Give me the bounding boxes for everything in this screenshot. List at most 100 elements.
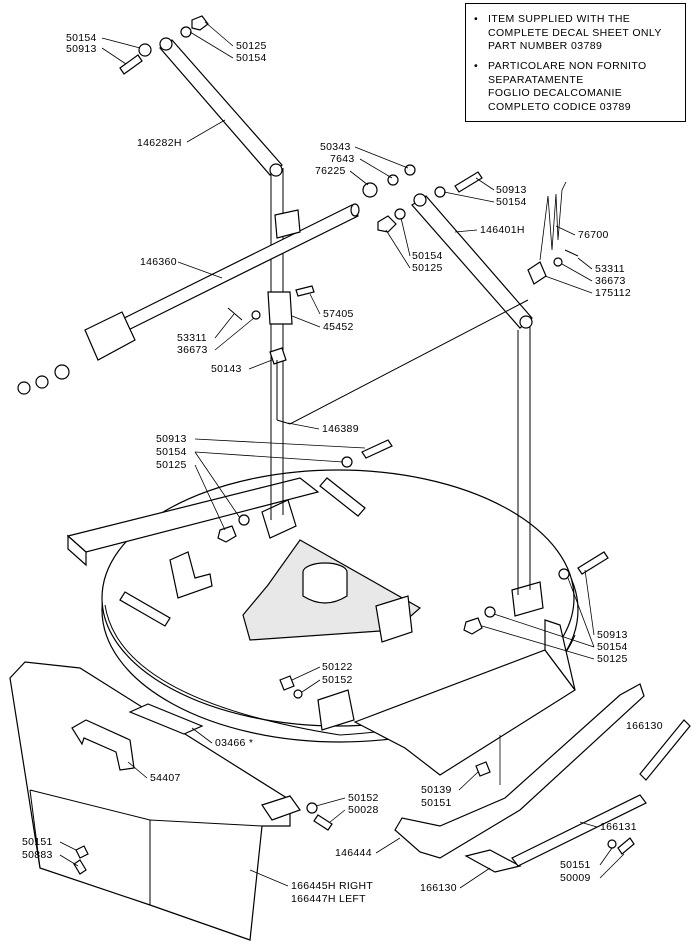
label-54407: 54407	[150, 772, 181, 784]
bolt	[73, 859, 87, 875]
label-146360: 146360	[140, 256, 177, 268]
deck-hardware	[217, 439, 609, 699]
label-166447H: 166447H LEFT	[291, 893, 366, 905]
label-50154: 50154	[496, 196, 527, 208]
label-7643: 7643	[330, 153, 355, 165]
decal-03466	[128, 703, 204, 735]
spring-76700	[539, 181, 567, 261]
spindle-hub	[302, 572, 348, 604]
label-175112: 175112	[595, 287, 631, 299]
e-clip	[404, 164, 416, 176]
bushing	[362, 182, 378, 198]
label-76225: 76225	[315, 165, 346, 177]
arm-eye	[269, 163, 283, 177]
label-57405: 57405	[323, 308, 354, 320]
bolt	[577, 551, 609, 575]
label-50154: 50154	[412, 250, 443, 262]
label-166130: 166130	[420, 882, 457, 894]
cotter-pin	[564, 249, 579, 257]
rod-bend	[276, 299, 529, 425]
label-50883: 50883	[22, 849, 53, 861]
deck-bracket-right	[375, 595, 413, 643]
arm-eye	[159, 37, 173, 51]
washer	[341, 456, 353, 468]
washer	[553, 257, 563, 267]
bolt	[617, 837, 635, 855]
label-50125: 50125	[156, 459, 187, 471]
nut	[377, 215, 397, 233]
bolt	[119, 54, 143, 75]
label-146389: 146389	[322, 423, 359, 435]
label-45452: 45452	[323, 321, 354, 333]
label-50122: 50122	[322, 661, 353, 673]
handle-54407	[71, 719, 135, 771]
front-skirt	[9, 661, 333, 941]
label-50143: 50143	[211, 363, 242, 375]
washer	[35, 375, 49, 389]
washer	[607, 839, 617, 849]
label-50154: 50154	[597, 641, 628, 653]
deck-bracket-side	[511, 581, 544, 617]
discharge-guard	[353, 649, 576, 776]
spring-bracket	[527, 261, 547, 285]
strap-166131	[511, 794, 647, 867]
deck-chute-flap-edge	[67, 534, 87, 567]
label-50154: 50154	[236, 52, 267, 64]
nut	[279, 675, 295, 691]
note-bullet: •	[474, 13, 479, 25]
lift-arm-146401H	[362, 164, 579, 595]
label-166130: 166130	[626, 720, 663, 732]
clevis-45452	[267, 291, 293, 325]
deck-slot	[119, 591, 171, 627]
shaft-end	[350, 203, 360, 217]
label-76700: 76700	[578, 229, 609, 241]
deck-slot	[319, 477, 366, 517]
label-53311: 53311	[595, 263, 625, 275]
lift-arm-146282H	[119, 15, 284, 520]
bolt	[361, 439, 393, 459]
baffle-assembly	[394, 683, 691, 873]
cross-shaft-146360	[17, 203, 360, 395]
label-50152: 50152	[348, 792, 379, 804]
part-labels: 50154 50913 50125 50154 146282H 50343 76…	[22, 21, 663, 905]
nut	[475, 761, 491, 777]
label-50154: 50154	[66, 32, 97, 44]
label-03466: 03466 *	[215, 737, 253, 749]
label-53311: 53311	[177, 332, 207, 344]
washer	[434, 186, 446, 198]
bolt	[313, 814, 333, 831]
deck-bracket-left	[169, 551, 213, 599]
shaft-bracket	[84, 311, 136, 361]
note-text-italian: PARTICOLARE NON FORNITO SEPARATAMENTE FO…	[488, 60, 647, 113]
arm-eye	[519, 315, 533, 329]
nut	[269, 347, 287, 365]
adjust-rod-146389	[227, 285, 529, 425]
label-50913: 50913	[66, 43, 97, 55]
label-36673: 36673	[177, 344, 208, 356]
shaft-plate	[274, 209, 301, 239]
washer	[238, 514, 250, 526]
note-text-english: ITEM SUPPLIED WITH THE COMPLETE DECAL SH…	[488, 13, 662, 52]
washer	[251, 310, 261, 320]
label-50028: 50028	[348, 804, 379, 816]
label-50009: 50009	[560, 872, 591, 884]
decal-note-box: • ITEM SUPPLIED WITH THE COMPLETE DECAL …	[465, 3, 686, 122]
baffle-146444	[394, 683, 645, 859]
washer	[180, 26, 192, 38]
label-146444: 146444	[335, 847, 372, 859]
label-50125: 50125	[236, 40, 267, 52]
label-50913: 50913	[597, 629, 628, 641]
washer	[306, 802, 318, 814]
label-146401H: 146401H	[480, 224, 525, 236]
nut	[217, 525, 237, 543]
shaft-bushing	[54, 364, 70, 380]
arm-eye	[413, 193, 427, 207]
label-50139: 50139	[421, 784, 452, 796]
label-50151: 50151	[22, 836, 53, 848]
label-50343: 50343	[320, 141, 351, 153]
washer	[558, 568, 570, 580]
skirt-edge	[29, 789, 41, 869]
washer	[293, 689, 303, 699]
